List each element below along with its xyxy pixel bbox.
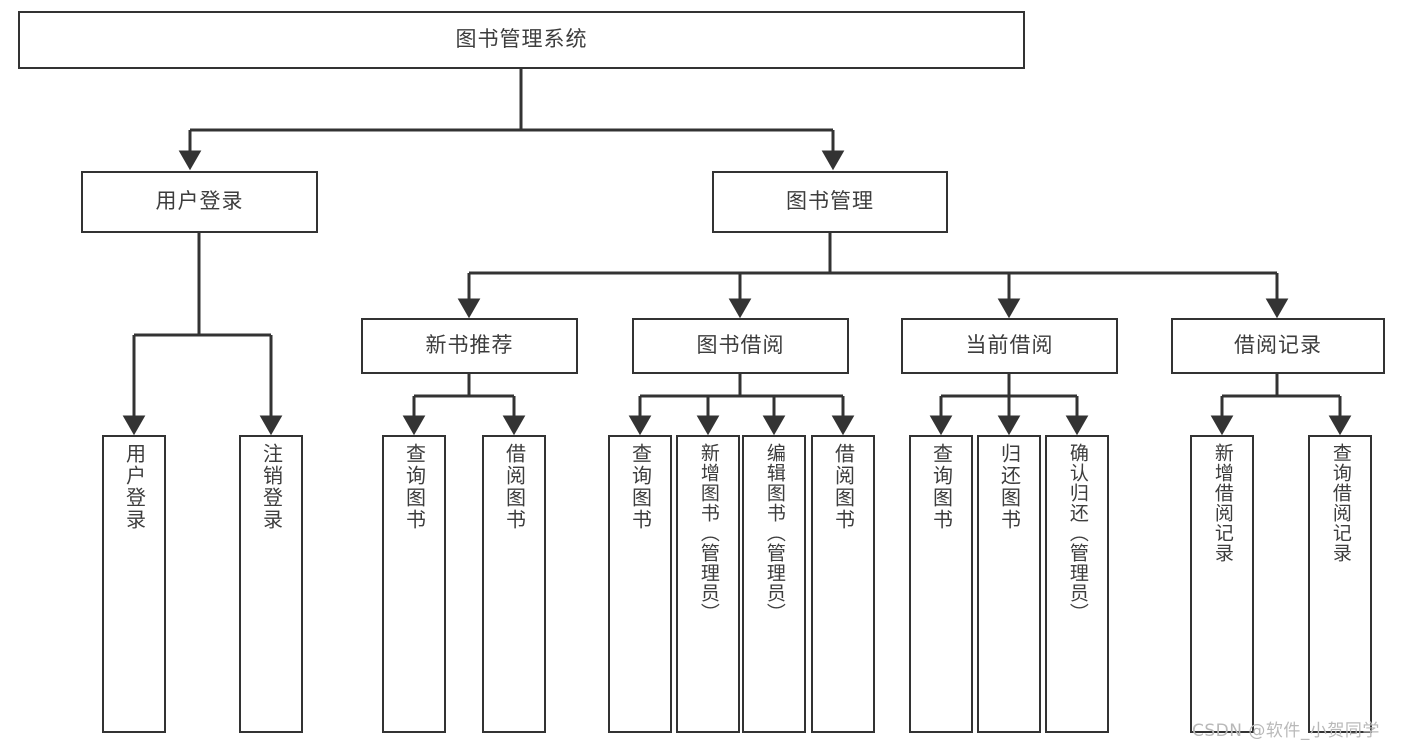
leaf-current-query-book[interactable]: 查询图书: [909, 435, 973, 733]
node-root-system[interactable]: 图书管理系统: [18, 11, 1025, 69]
leaf-label: 查询图书: [628, 443, 653, 531]
leaf-label: 确认归还（管理员）: [1066, 443, 1089, 623]
node-label: 新书推荐: [425, 333, 514, 358]
leaf-user-login-login[interactable]: 用户登录: [102, 435, 166, 733]
node-label: 图书管理: [786, 189, 874, 214]
leaf-label: 新增借阅记录: [1211, 443, 1234, 563]
leaf-label: 编辑图书（管理员）: [763, 443, 786, 623]
leaf-label: 查询图书: [929, 443, 954, 531]
leaf-recommend-borrow-book[interactable]: 借阅图书: [482, 435, 546, 733]
node-label: 借阅记录: [1234, 333, 1322, 358]
node-borrow-record[interactable]: 借阅记录: [1171, 318, 1385, 374]
leaf-record-query-record[interactable]: 查询借阅记录: [1308, 435, 1372, 733]
node-current-borrow[interactable]: 当前借阅: [901, 318, 1118, 374]
node-label: 当前借阅: [965, 333, 1054, 358]
leaf-label: 归还图书: [997, 443, 1022, 531]
node-user-login[interactable]: 用户登录: [81, 171, 318, 233]
node-label: 用户登录: [155, 189, 244, 214]
leaf-label: 查询借阅记录: [1329, 443, 1352, 563]
leaf-borrow-add-book-admin[interactable]: 新增图书（管理员）: [676, 435, 740, 733]
leaf-recommend-query-book[interactable]: 查询图书: [382, 435, 446, 733]
leaf-user-login-logout[interactable]: 注销登录: [239, 435, 303, 733]
leaf-label: 借阅图书: [831, 443, 856, 531]
node-label: 图书借阅: [696, 333, 785, 358]
leaf-current-confirm-return-admin[interactable]: 确认归还（管理员）: [1045, 435, 1109, 733]
leaf-label: 借阅图书: [502, 443, 527, 531]
leaf-borrow-borrow-book[interactable]: 借阅图书: [811, 435, 875, 733]
leaf-label: 用户登录: [122, 443, 147, 531]
leaf-borrow-query-book[interactable]: 查询图书: [608, 435, 672, 733]
leaf-label: 新增图书（管理员）: [697, 443, 720, 623]
leaf-current-return-book[interactable]: 归还图书: [977, 435, 1041, 733]
node-book-borrow[interactable]: 图书借阅: [632, 318, 849, 374]
node-label: 图书管理系统: [455, 27, 588, 52]
node-book-management[interactable]: 图书管理: [712, 171, 948, 233]
node-new-book-recommend[interactable]: 新书推荐: [361, 318, 578, 374]
leaf-label: 查询图书: [402, 443, 427, 531]
leaf-record-add-record[interactable]: 新增借阅记录: [1190, 435, 1254, 733]
csdn-watermark: CSDN @软件_小贺同学: [1192, 721, 1380, 741]
leaf-label: 注销登录: [259, 443, 284, 531]
leaf-borrow-edit-book-admin[interactable]: 编辑图书（管理员）: [742, 435, 806, 733]
